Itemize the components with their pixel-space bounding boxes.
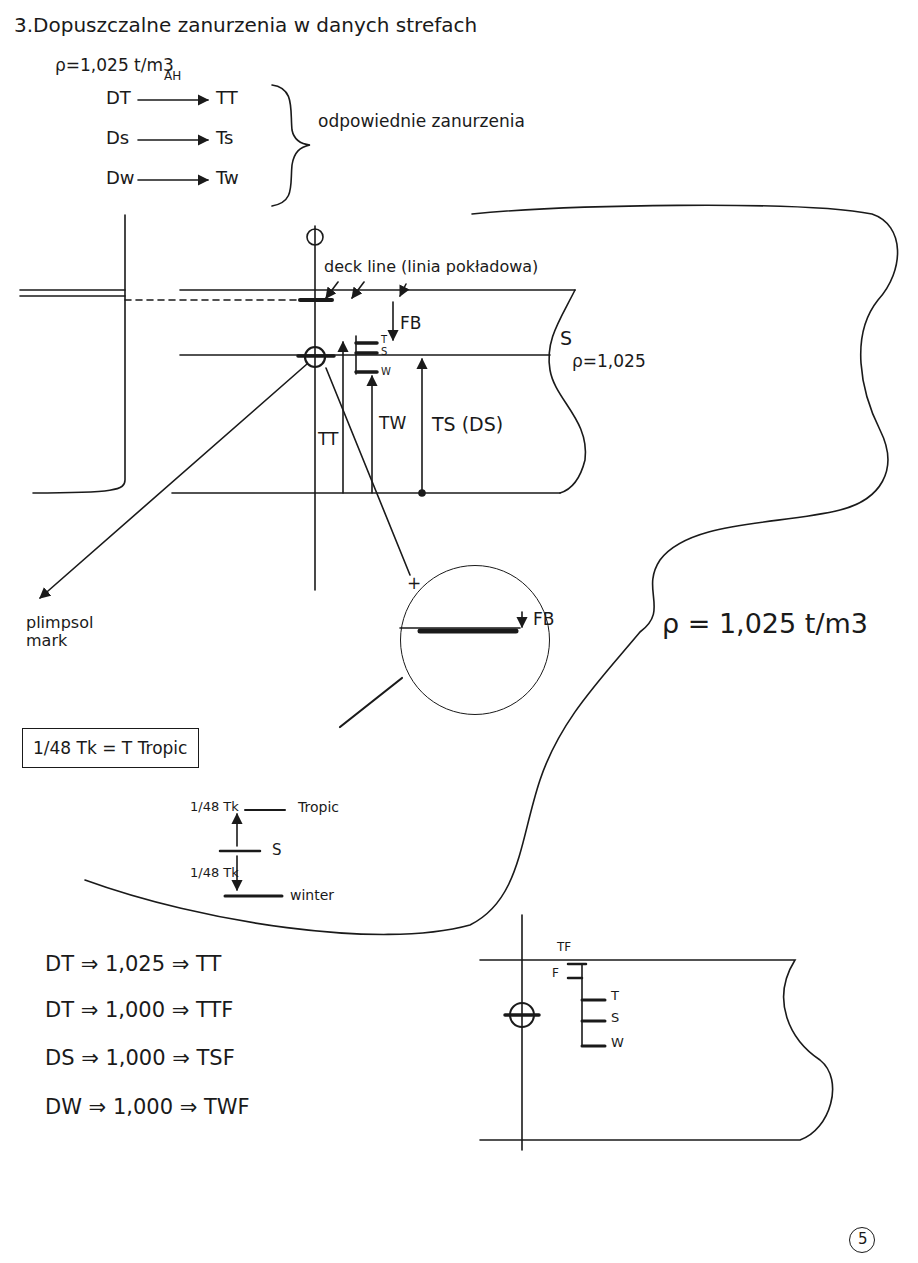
deck-line [180,289,575,291]
leader-line [40,364,307,598]
symbol: AH [164,70,181,84]
mark-letter: W [611,1036,624,1051]
arrow [342,342,344,493]
deck-mark [300,298,332,302]
arrow [352,282,364,298]
page-number: 5 [849,1227,875,1253]
tropic-fresh-mark [568,963,586,966]
keel-line [172,492,560,494]
formula: DT ⇒ 1,000 ⇒ TTF [45,998,233,1022]
part-name: plimpsol mark [26,614,122,651]
heading: 3.Dopuszczalne zanurzenia w danych stref… [14,14,477,37]
node-text: 1/48 Tk = T Tropic [33,739,187,759]
winter-mark [225,895,282,898]
water-line [20,295,125,297]
dimension: 1/48 Tk [190,800,239,815]
dimension: TW [379,414,406,434]
plimsoll-bar [505,1013,539,1017]
tropic-mark [245,809,285,811]
hull-outline [480,960,833,1140]
part-name: deck line (linia pokładowa) [324,258,538,276]
arrow [138,139,208,141]
density-note: ρ=1,025 t/m3 [55,56,174,76]
arrow [138,179,208,181]
tropic-mark [356,341,377,345]
mark-letter: W [381,366,391,378]
density-note: ρ = 1,025 t/m3 [662,608,868,639]
symbol: Tw [216,168,239,189]
mark-zoom [420,629,516,634]
deck-line-dashed [125,299,298,301]
mark-name: winter [290,887,334,903]
arrow [421,359,423,493]
brace [272,85,310,206]
summer-mark [356,351,377,355]
density-note: ρ=1,025 [572,352,646,372]
node-text: 5 [858,1231,868,1248]
mark-letter: TF [557,941,571,955]
mark-letter: S [381,346,387,358]
centerline-symbol [307,229,323,245]
waterline-zoom [400,627,520,629]
region-outline [85,205,898,934]
dimension: 1/48 Tk [190,866,239,881]
symbol: Ts [216,128,233,149]
winter-mark [356,370,377,374]
arrow [371,376,373,493]
symbol: Ds [106,128,129,149]
arrow [236,814,238,846]
arrow [138,99,208,101]
magnifier-handle [340,678,402,727]
dimension: FB [400,314,421,334]
centerline [314,226,316,590]
summer-mark [582,1020,605,1023]
symbol: Dw [106,168,135,189]
waterline-name: S [560,328,572,350]
leader-line [326,368,410,575]
mark-letter: F [552,967,559,981]
formula: DS ⇒ 1,000 ⇒ TSF [45,1046,235,1070]
mark-stem [581,964,583,1046]
tropic-mark [582,999,605,1002]
centerline [521,915,523,1150]
mark-letter: T [611,989,619,1004]
formula-box: 1/48 Tk = T Tropic [22,728,199,768]
fresh-mark [568,977,582,980]
water-line [20,289,125,291]
mark-letter: S [611,1011,619,1026]
node-text: + [407,574,421,594]
dimension: TS (DS) [432,414,503,436]
note: odpowiednie zanurzenia [318,112,525,132]
quay-outline [33,215,125,493]
symbol: TT [216,88,238,109]
formula: DT ⇒ 1,025 ⇒ TT [45,952,221,976]
symbol: DT [106,88,131,109]
arrow [326,282,338,298]
node-text: FB [533,610,554,630]
dimension: TT [318,430,338,450]
arrow [521,612,523,627]
plimsoll-bar [298,354,334,358]
dot [419,490,425,496]
mark-name: S [272,842,282,859]
arrow [400,284,406,296]
summer-mark [220,850,260,853]
mark-name: Tropic [298,799,339,815]
formula: DW ⇒ 1,000 ⇒ TWF [45,1095,250,1119]
arrow [392,302,394,340]
magnifier-circle: +FB [400,565,550,715]
mark-letter: T [381,334,387,346]
hull-end [549,290,585,493]
winter-mark [582,1045,605,1048]
